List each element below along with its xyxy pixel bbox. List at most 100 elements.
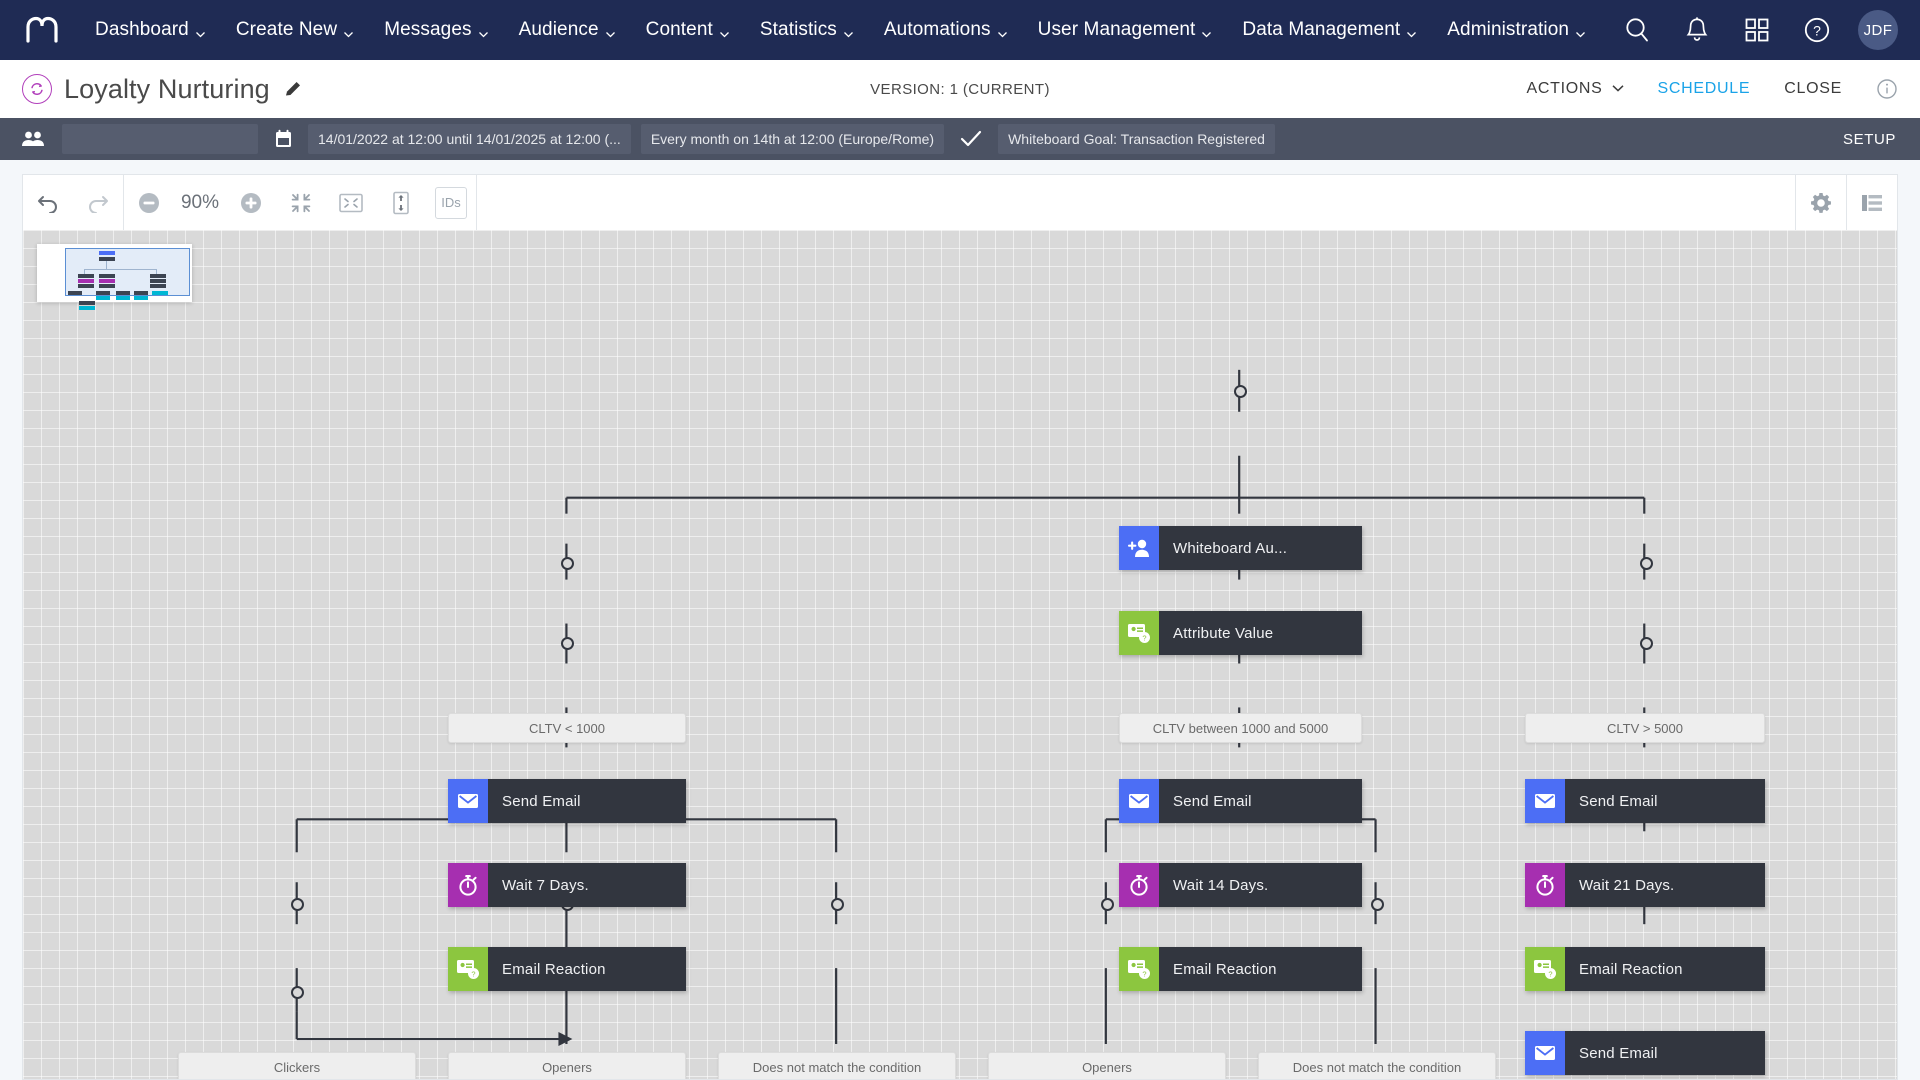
schedule-button[interactable]: SCHEDULE	[1658, 80, 1751, 98]
flow-branch-openers-1[interactable]: Openers	[448, 1052, 686, 1079]
ids-toggle[interactable]: IDs	[426, 175, 476, 230]
bell-icon[interactable]	[1678, 11, 1716, 49]
title-bar: Loyalty Nurturing VERSION: 1 (CURRENT) A…	[0, 60, 1920, 118]
flow-branch-cltv-high[interactable]: CLTV > 5000	[1525, 713, 1765, 743]
close-button[interactable]: CLOSE	[1784, 80, 1842, 98]
nav-item-data-management[interactable]: Data Management	[1227, 13, 1432, 47]
canvas-minimap[interactable]	[37, 244, 192, 310]
nav-item-label: User Management	[1037, 19, 1196, 40]
nav-item-administration[interactable]: Administration	[1432, 13, 1601, 47]
flow-node-label: Send Email	[1159, 779, 1362, 823]
actions-button[interactable]: ACTIONS	[1526, 80, 1624, 98]
attribute-icon: ?	[1525, 947, 1565, 991]
info-icon[interactable]	[1876, 78, 1898, 100]
zoom-out-icon[interactable]	[124, 175, 174, 230]
flow-branch-cltv-low[interactable]: CLTV < 1000	[448, 713, 686, 743]
nav-item-label: Administration	[1447, 19, 1570, 40]
minimap-viewport[interactable]	[65, 248, 190, 310]
chevron-down-icon	[843, 24, 854, 37]
toolbar-divider	[1795, 175, 1796, 230]
flow-node-send-email-3[interactable]: Send Email	[1525, 779, 1765, 823]
close-label: CLOSE	[1784, 80, 1842, 97]
flow-node-send-email-1[interactable]: Send Email	[448, 779, 686, 823]
timer-icon	[448, 863, 488, 907]
audience-field[interactable]	[62, 124, 258, 154]
fit-screen-icon[interactable]	[326, 175, 376, 230]
search-icon[interactable]	[1618, 11, 1656, 49]
branch-label: CLTV < 1000	[528, 720, 605, 736]
page-title: Loyalty Nurturing	[64, 73, 270, 104]
nav-item-messages[interactable]: Messages	[369, 13, 503, 47]
flow-node-email-reaction-1[interactable]: ? Email Reaction	[448, 947, 686, 991]
redo-icon[interactable]	[73, 175, 123, 230]
setup-label: SETUP	[1842, 130, 1896, 148]
flow-node-label: Send Email	[1565, 1031, 1765, 1075]
vertical-spacing-icon[interactable]	[376, 175, 426, 230]
nav-item-label: Data Management	[1242, 19, 1401, 40]
goal-value: Whiteboard Goal: Transaction Registered	[1008, 131, 1265, 147]
canvas-area: 90% IDs	[0, 160, 1920, 1080]
date-range-field[interactable]: 14/01/2022 at 12:00 until 14/01/2025 at …	[308, 124, 631, 154]
flow-branch-no-match-1[interactable]: Does not match the condition	[718, 1052, 956, 1079]
toolbar-divider	[476, 175, 477, 230]
flow-node-send-email-2[interactable]: Send Email	[1119, 779, 1362, 823]
nav-item-audience[interactable]: Audience	[504, 13, 631, 47]
nav-item-automations[interactable]: Automations	[869, 13, 1023, 47]
avatar-initials: JDF	[1863, 21, 1893, 39]
check-icon	[954, 130, 988, 148]
branch-label: CLTV between 1000 and 5000	[1152, 720, 1329, 736]
calendar-icon[interactable]	[268, 129, 298, 149]
gear-icon[interactable]	[1796, 175, 1846, 230]
zoom-group: 90% IDs	[124, 175, 476, 230]
flow-branch-no-match-2[interactable]: Does not match the condition	[1258, 1052, 1496, 1079]
flow-branch-cltv-mid[interactable]: CLTV between 1000 and 5000	[1119, 713, 1362, 743]
flow-node-send-email-4[interactable]: Send Email	[1525, 1031, 1765, 1075]
flow-node-wait-7-days[interactable]: Wait 7 Days.	[448, 863, 686, 907]
connector-dot	[561, 637, 574, 650]
flow-node-email-reaction-3[interactable]: ? Email Reaction	[1525, 947, 1765, 991]
avatar[interactable]: JDF	[1858, 10, 1898, 50]
attribute-icon: ?	[448, 947, 488, 991]
zoom-in-icon[interactable]	[226, 175, 276, 230]
toolbar-divider	[1846, 175, 1847, 230]
apps-grid-icon[interactable]	[1738, 11, 1776, 49]
undo-icon[interactable]	[23, 175, 73, 230]
branch-label: Does not match the condition	[1292, 1059, 1462, 1075]
attribute-icon: ?	[1119, 611, 1159, 655]
svg-text:?: ?	[1142, 970, 1146, 979]
flow-node-whiteboard-audience[interactable]: Whiteboard Au...	[1119, 526, 1362, 570]
nav-item-user-management[interactable]: User Management	[1023, 13, 1228, 47]
help-icon[interactable]: ?	[1798, 11, 1836, 49]
flow-canvas[interactable]: Whiteboard Au... ? Attribute Value CLTV …	[22, 230, 1898, 1080]
zoom-level[interactable]: 90%	[180, 191, 220, 213]
nav-item-content[interactable]: Content	[631, 13, 745, 47]
flow-branch-clickers[interactable]: Clickers	[178, 1052, 416, 1079]
collapse-icon[interactable]	[276, 175, 326, 230]
chevron-down-icon	[343, 24, 354, 37]
nav-item-statistics[interactable]: Statistics	[745, 13, 869, 47]
chevron-down-icon	[195, 24, 206, 37]
chevron-down-icon	[1201, 24, 1212, 37]
setup-button[interactable]: SETUP	[1843, 131, 1920, 148]
branch-label: Openers	[542, 1059, 592, 1075]
chevron-down-icon	[1611, 80, 1624, 98]
flow-node-wait-21-days[interactable]: Wait 21 Days.	[1525, 863, 1765, 907]
nav-item-dashboard[interactable]: Dashboard	[80, 13, 221, 47]
timer-icon	[1525, 863, 1565, 907]
attribute-icon: ?	[1119, 947, 1159, 991]
flow-node-email-reaction-2[interactable]: ? Email Reaction	[1119, 947, 1362, 991]
edit-pencil-icon[interactable]	[283, 79, 303, 99]
top-navigation-bar: Dashboard Create New Messages Audience C…	[0, 0, 1920, 60]
list-icon[interactable]	[1847, 175, 1897, 230]
brand-logo[interactable]	[22, 13, 62, 47]
svg-text:?: ?	[471, 970, 475, 979]
nav-item-label: Messages	[384, 19, 472, 40]
recurrence-field[interactable]: Every month on 14th at 12:00 (Europe/Rom…	[640, 124, 945, 154]
flow-node-attribute-value[interactable]: ? Attribute Value	[1119, 611, 1362, 655]
flow-node-label: Email Reaction	[1159, 947, 1362, 991]
flow-node-wait-14-days[interactable]: Wait 14 Days.	[1119, 863, 1362, 907]
goal-field[interactable]: Whiteboard Goal: Transaction Registered	[998, 124, 1275, 154]
date-range-value: 14/01/2022 at 12:00 until 14/01/2025 at …	[318, 131, 621, 147]
nav-item-create-new[interactable]: Create New	[221, 13, 369, 47]
flow-branch-openers-2[interactable]: Openers	[988, 1052, 1226, 1079]
